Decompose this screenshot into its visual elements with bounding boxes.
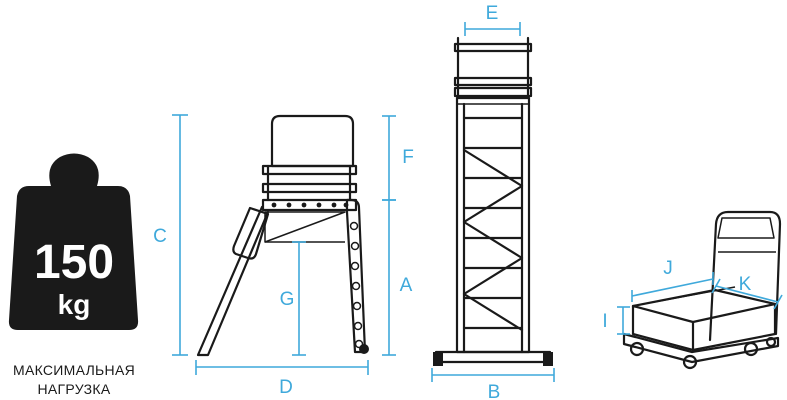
dim-label-f: F: [402, 147, 414, 168]
ladder-rung-holes: [349, 221, 364, 349]
front-view-dimensions: E B: [431, 3, 555, 400]
dim-label-d: D: [279, 377, 293, 398]
dim-label-k: K: [739, 274, 752, 295]
side-view-dimensions: C D G F A: [153, 114, 414, 398]
cargo-dimensions: J K I: [602, 258, 783, 335]
dim-label-g: G: [280, 289, 295, 310]
load-caption-line1: МАКСИМАЛЬНАЯ: [13, 362, 135, 378]
dim-label-j: J: [663, 258, 673, 279]
dim-label-a: A: [400, 275, 413, 296]
dim-label-c: C: [153, 226, 167, 247]
load-caption-line2: НАГРУЗКА: [38, 381, 111, 397]
load-value: 150: [34, 236, 114, 289]
weight-icon: 150 kg: [8, 153, 139, 330]
front-ladder-rungs: [462, 116, 524, 330]
cart-wheels: [629, 336, 777, 370]
dim-label-b: B: [488, 382, 501, 400]
dim-label-e: E: [486, 3, 499, 24]
ladder-side-view: [196, 114, 369, 357]
dim-label-i: I: [602, 311, 607, 332]
cargo-box-dimensions: [622, 210, 782, 370]
rear-wheel: [359, 344, 369, 354]
load-unit: kg: [58, 289, 91, 320]
platform-holes: [271, 202, 349, 208]
ladder-front-view: [433, 36, 553, 366]
